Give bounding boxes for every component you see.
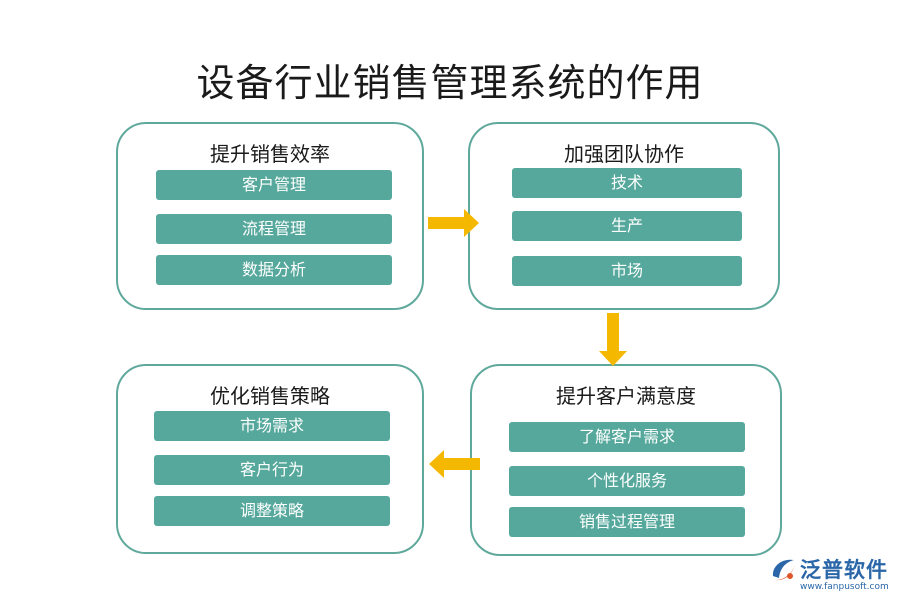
item-box: 技术 bbox=[512, 168, 742, 198]
card-sales-strategy: 优化销售策略 市场需求 客户行为 调整策略 bbox=[116, 364, 424, 554]
logo-name: 泛普软件 bbox=[800, 558, 888, 582]
logo-url: www.fanpusoft.com bbox=[800, 582, 889, 592]
arrow-down-icon bbox=[599, 313, 627, 366]
fanpu-logo-icon bbox=[772, 559, 795, 581]
item-box: 销售过程管理 bbox=[509, 507, 745, 537]
item-box: 数据分析 bbox=[156, 255, 392, 285]
card-title: 提升销售效率 bbox=[210, 142, 330, 166]
item-box: 了解客户需求 bbox=[509, 422, 745, 452]
item-box: 市场需求 bbox=[154, 411, 390, 441]
item-box: 市场 bbox=[512, 256, 742, 286]
arrow-right-icon bbox=[428, 209, 479, 237]
card-title: 加强团队协作 bbox=[564, 142, 684, 166]
item-box: 调整策略 bbox=[154, 496, 390, 526]
diagram-title: 设备行业销售管理系统的作用 bbox=[196, 61, 704, 105]
arrow-left-icon bbox=[429, 450, 480, 478]
item-box: 客户管理 bbox=[156, 170, 392, 200]
brand-logo: 泛普软件 www.fanpusoft.com bbox=[770, 552, 894, 596]
item-box: 客户行为 bbox=[154, 455, 390, 485]
item-box: 生产 bbox=[512, 211, 742, 241]
card-team-collaboration: 加强团队协作 技术 生产 市场 bbox=[468, 122, 780, 310]
card-sales-efficiency: 提升销售效率 客户管理 流程管理 数据分析 bbox=[116, 122, 424, 310]
card-title: 优化销售策略 bbox=[210, 384, 330, 408]
card-customer-satisfaction: 提升客户满意度 了解客户需求 个性化服务 销售过程管理 bbox=[470, 364, 782, 556]
item-box: 流程管理 bbox=[156, 214, 392, 244]
item-box: 个性化服务 bbox=[509, 466, 745, 496]
card-title: 提升客户满意度 bbox=[556, 384, 696, 408]
